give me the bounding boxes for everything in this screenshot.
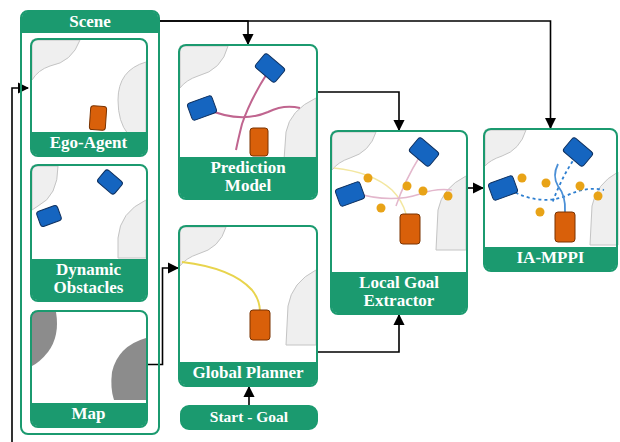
prediction-illustration xyxy=(180,46,316,160)
module-panel: Ego-Agent xyxy=(30,38,148,157)
label-band: Global Planner xyxy=(180,362,316,385)
flow-arrow xyxy=(148,268,179,365)
group-container: SceneEgo-AgentDynamic ObstaclesMap xyxy=(20,10,160,435)
module-panel: Prediction Model xyxy=(178,44,318,200)
module-label: Local Goal Extractor xyxy=(340,274,458,310)
module-label: Ego-Agent xyxy=(40,134,138,152)
flow-arrow xyxy=(468,187,483,189)
label-band: Dynamic Obstacles xyxy=(32,259,146,300)
group-title: Scene xyxy=(28,13,152,31)
flow-arrow xyxy=(318,92,399,130)
label-band: Local Goal Extractor xyxy=(332,272,466,313)
input-pill: Start - Goal xyxy=(180,405,318,430)
label-band: IA-MPPI xyxy=(485,247,616,270)
module-panel: Map xyxy=(30,310,148,428)
flow-arrow xyxy=(160,21,248,44)
module-panel: IA-MPPI xyxy=(483,128,618,272)
map-illustration xyxy=(32,312,146,400)
module-label: Dynamic Obstacles xyxy=(40,261,138,297)
module-label: Prediction Model xyxy=(188,159,308,195)
label-band: Prediction Model xyxy=(180,157,316,198)
module-label: Start - Goal xyxy=(204,409,294,425)
flow-arrow xyxy=(248,387,250,405)
flow-arrow xyxy=(160,21,551,128)
planner-illustration xyxy=(180,227,316,345)
label-band: Ego-Agent xyxy=(32,132,146,155)
module-label: Map xyxy=(40,405,138,423)
label-band: Map xyxy=(32,403,146,426)
module-label: Global Planner xyxy=(188,364,308,382)
flow-arrow xyxy=(318,315,399,352)
label-band: Scene xyxy=(22,12,158,33)
mppi-illustration xyxy=(485,130,618,245)
module-panel: Dynamic Obstacles xyxy=(30,164,148,302)
ego-illustration xyxy=(32,40,146,134)
extractor-illustration xyxy=(332,132,466,250)
module-panel: Local Goal Extractor xyxy=(330,130,468,315)
obstacles-illustration xyxy=(32,166,146,258)
module-label: IA-MPPI xyxy=(493,249,608,267)
module-panel: Global Planner xyxy=(178,225,318,387)
